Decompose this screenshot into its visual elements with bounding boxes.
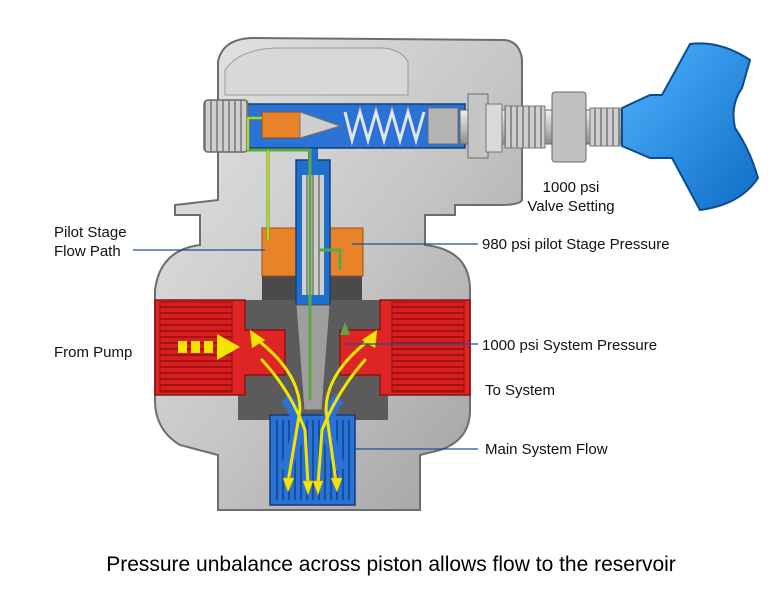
- flow-arrowheads: [249, 329, 378, 496]
- left-plug: [203, 99, 249, 153]
- leader-lines: [133, 243, 478, 450]
- adjustment-knob: [621, 42, 760, 212]
- valve-setting-text: Valve Setting: [527, 198, 615, 215]
- system-pressure-label: 1000 psi System Pressure: [482, 337, 658, 354]
- main-system-flow-label: Main System Flow: [485, 441, 608, 458]
- pilot-bore: [234, 103, 466, 149]
- pilot-flow-path-hilite: [247, 117, 269, 240]
- from-pump-label: From Pump: [54, 344, 133, 361]
- main-piston: [295, 140, 331, 411]
- pilot-flow-path-line2: Flow Path: [54, 243, 121, 260]
- pilot-flow-path-label: Pilot Stage Flow Path: [54, 223, 127, 261]
- flow-arrows: [253, 336, 374, 487]
- inlet-flow-arrow: [178, 334, 240, 360]
- outlet-port: [339, 299, 471, 396]
- pilot-flow-path-line1: Pilot Stage: [54, 224, 127, 241]
- adjustment-stem: [459, 91, 641, 163]
- pilot-stage-pressure-label: 980 psi pilot Stage Pressure: [482, 236, 670, 253]
- to-system-label: To System: [485, 382, 556, 399]
- valve-setting-value: 1000 psi: [542, 179, 600, 196]
- figure-caption: Pressure unbalance across piston allows …: [106, 553, 676, 576]
- valve-cutaway-illustration: [133, 36, 760, 511]
- pilot-check-arrow: [340, 322, 350, 335]
- valve-setting-label: 1000 psi Valve Setting: [516, 178, 626, 216]
